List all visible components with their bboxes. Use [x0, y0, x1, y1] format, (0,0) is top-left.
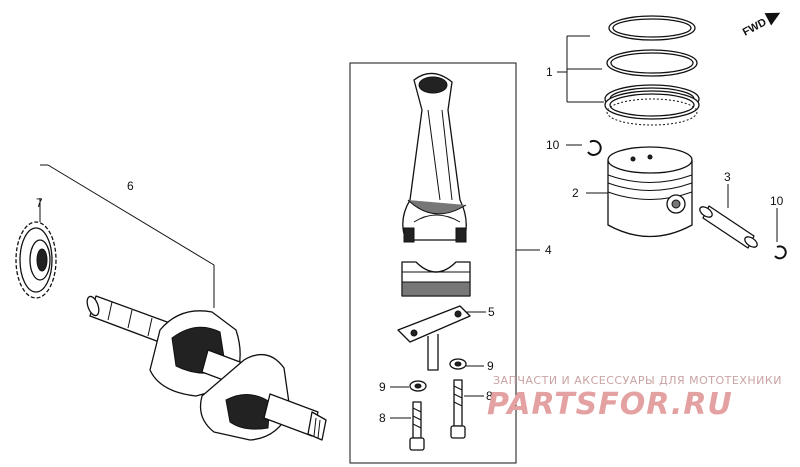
- callout-6: 6: [127, 179, 134, 193]
- connecting-rod-cap: [401, 261, 471, 297]
- conrod-group-frame: [349, 62, 517, 464]
- piston-pin-clip-lower: [774, 245, 787, 260]
- fwd-arrowhead-icon: [764, 12, 781, 26]
- callout-9a: 9: [379, 380, 386, 394]
- piston: [607, 146, 693, 238]
- lock-plate: [397, 305, 471, 371]
- timing-gear: [15, 221, 57, 299]
- callout-7: 7: [36, 196, 43, 210]
- fwd-direction-arrow: FWD: [741, 12, 781, 39]
- callout-9b: 9: [487, 359, 494, 373]
- watermark-brand: PARTSFOR.RU: [487, 387, 733, 422]
- callout-2: 2: [572, 186, 579, 200]
- callout-8b: 8: [486, 389, 493, 403]
- callout-8a: 8: [379, 411, 386, 425]
- callout-3: 3: [724, 170, 731, 184]
- piston-pin-clip-upper: [587, 139, 602, 156]
- connecting-rod: [402, 72, 467, 243]
- fwd-label: FWD: [741, 16, 769, 38]
- leader-1: [557, 35, 604, 103]
- piston-rings: [604, 15, 700, 126]
- leader-6: [47, 164, 215, 308]
- rod-nut-left: [409, 380, 427, 392]
- rod-bolt-left: [409, 401, 425, 451]
- rod-bolt-right: [450, 379, 466, 439]
- watermark-tagline: ЗАПЧАСТИ И АКСЕССУАРЫ ДЛЯ МОТОТЕХНИКИ: [493, 374, 782, 387]
- callout-10a: 10: [546, 138, 560, 152]
- callout-5: 5: [488, 305, 495, 319]
- crankshaft: [86, 295, 327, 441]
- callout-10b: 10: [770, 194, 784, 208]
- piston-pin: [699, 205, 758, 249]
- callout-1: 1: [546, 65, 553, 79]
- rod-nut-right: [449, 358, 467, 370]
- callout-4: 4: [545, 243, 552, 257]
